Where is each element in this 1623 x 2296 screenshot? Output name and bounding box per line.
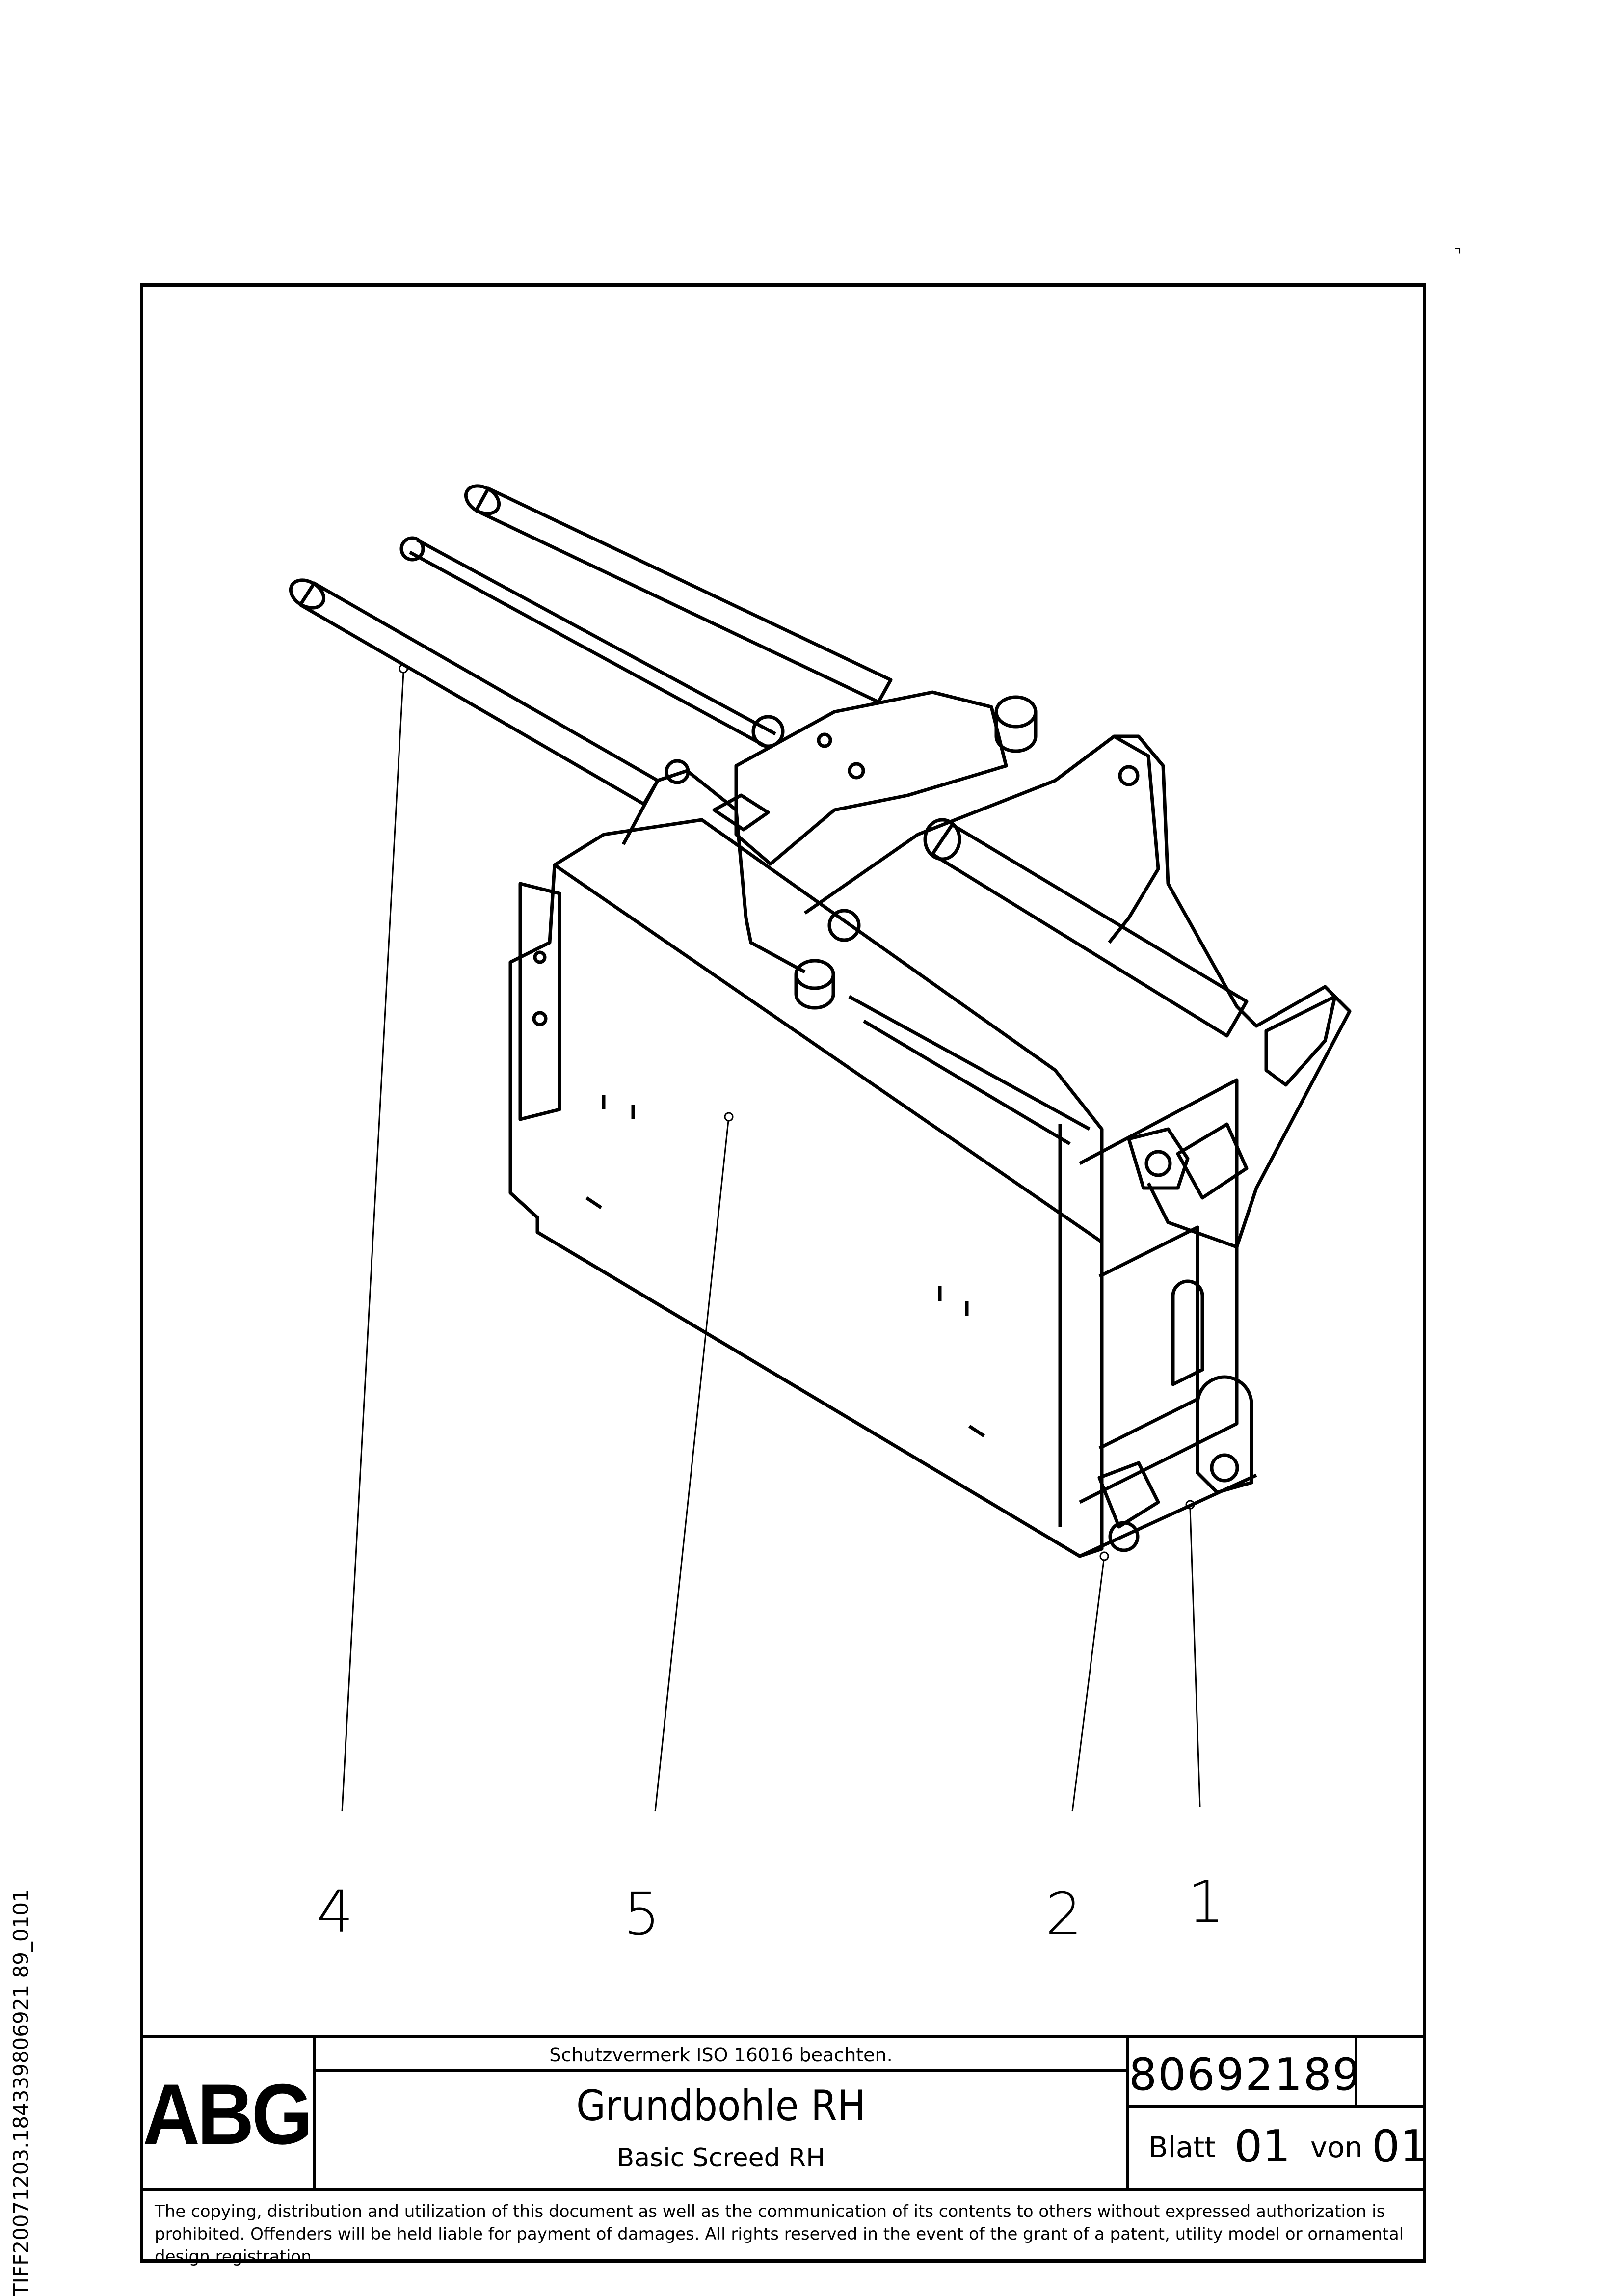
- sheet-label: Blatt: [1148, 2131, 1216, 2164]
- document-number: 80692189: [1129, 2049, 1362, 2101]
- left-strip: [518, 882, 561, 1121]
- hinge-top-hole: [1144, 1150, 1172, 1177]
- file-reference: TIFF20071203.184339806921 89_0101: [9, 1889, 33, 2296]
- copyright-notice: The copying, distribution and utilizatio…: [155, 2202, 1404, 2267]
- callout-5: 5: [623, 1880, 661, 1948]
- upper-bracket: [621, 769, 806, 974]
- bolt-3: [1118, 765, 1140, 786]
- leader-1: [1189, 1508, 1201, 1807]
- small-bracket: [712, 793, 770, 832]
- hinge-left-hole: [1108, 1521, 1140, 1552]
- bolt-5: [817, 732, 832, 748]
- drawing-frame: [140, 283, 1426, 2263]
- sheet-number: 01: [1234, 2121, 1291, 2172]
- bolt-1: [827, 909, 861, 942]
- slot-2: [938, 1286, 969, 1316]
- tamper-rod-back-end: [464, 484, 501, 515]
- slot-3: [585, 1196, 602, 1209]
- tamper-rod-front: [298, 581, 660, 806]
- pin-b-body: [994, 712, 1038, 753]
- logo-text: ABG: [142, 2066, 313, 2162]
- of-label: von: [1310, 2131, 1363, 2164]
- slot-4: [968, 1425, 985, 1437]
- side-frame-inner: [1098, 1225, 1199, 1450]
- side-plate: [1054, 734, 1352, 1249]
- hinge-right-hole: [1210, 1453, 1239, 1483]
- hinge-right: [1196, 1375, 1253, 1494]
- callout-2: 2: [1045, 1880, 1083, 1948]
- pin-c: [794, 959, 835, 990]
- side-frame: [1058, 1078, 1239, 1527]
- callout-1: 1: [1188, 1868, 1225, 1936]
- screed-bottom-edge: [536, 1230, 1257, 1558]
- screed-plate-top: [554, 818, 1104, 1242]
- leader-5: [654, 1120, 729, 1812]
- hinge-top-bracket: [1127, 1127, 1190, 1190]
- bolt-7: [533, 950, 547, 964]
- leader-2-dot: [1099, 1551, 1109, 1561]
- shaft-nut: [399, 536, 425, 562]
- corner-mark: ⌝: [1454, 245, 1462, 265]
- leader-5-dot: [724, 1112, 734, 1122]
- protection-note: Schutzvermerk ISO 16016 beachten.: [549, 2044, 893, 2066]
- screed-plate-front: [508, 863, 1104, 1558]
- thin-shaft: [409, 538, 776, 748]
- slot-1: [602, 1095, 635, 1119]
- pin-c-body: [794, 974, 835, 1010]
- hinge-left: [1097, 1461, 1160, 1529]
- pin-a: [751, 715, 785, 748]
- sheet-total: 01: [1372, 2121, 1428, 2172]
- bolt-4: [848, 762, 865, 780]
- bolt-2: [665, 759, 690, 784]
- center-plate: [734, 690, 1008, 866]
- handle-loop-upper: [1264, 995, 1337, 1087]
- pin-b: [994, 695, 1038, 729]
- title-english: Basic Screed RH: [616, 2143, 825, 2173]
- leader-4: [341, 672, 404, 1812]
- lever-arm: [804, 734, 1160, 944]
- tamper-rod-front-end: [289, 578, 326, 610]
- adjust-cylinder: [931, 823, 1249, 1038]
- handle-loop: [1176, 1122, 1249, 1200]
- tamper-rod-back: [474, 486, 893, 704]
- abg-logo: ABG: [140, 2038, 313, 2190]
- adjust-cylinder-end: [923, 818, 961, 861]
- title-block: ABG Schutzvermerk ISO 16016 beachten. Gr…: [140, 2035, 1428, 2191]
- title-german: Grundbohle RH: [576, 2081, 866, 2131]
- callout-4: 4: [317, 1878, 354, 1945]
- side-slot: [1171, 1279, 1204, 1386]
- bolt-6: [532, 1011, 548, 1026]
- support-arm: [848, 995, 1091, 1146]
- leader-2: [1071, 1560, 1105, 1812]
